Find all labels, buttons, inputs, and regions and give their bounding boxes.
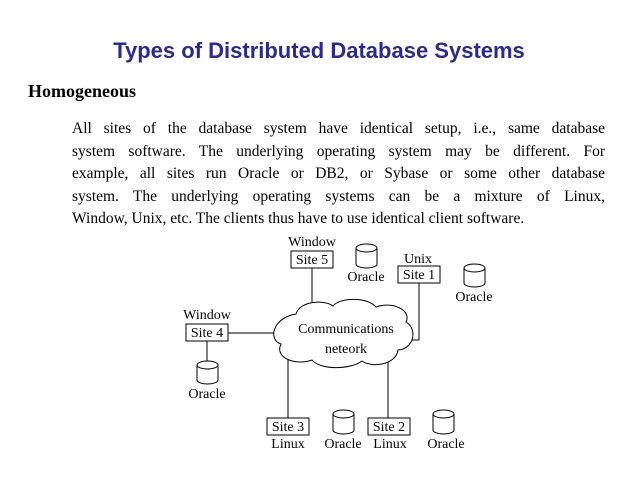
site4-box	[185, 323, 229, 342]
paragraph-line: All sites of the database system have id…	[72, 120, 605, 137]
paragraph-line: system. The underlying operating systems…	[72, 187, 605, 205]
site3-os-label: Linux	[271, 437, 304, 452]
site3-database-icon	[332, 409, 355, 435]
site5-os-label: Window	[288, 235, 337, 250]
site1-database-icon	[463, 263, 486, 288]
site4-name: Site 4	[191, 326, 223, 341]
site5-box	[290, 250, 334, 269]
site2-name: Site 2	[373, 420, 405, 435]
paragraph-line: system software. The underlying operatin…	[72, 142, 605, 160]
site2-os-label: Linux	[373, 437, 406, 452]
site5-database-icon	[355, 243, 378, 269]
site5-db-label: Oracle	[347, 270, 384, 285]
site1-box	[397, 265, 441, 284]
site4-database-icon	[196, 360, 219, 385]
paragraph-line: Window, Unix, etc. The clients thus have…	[72, 210, 525, 227]
section-heading: Homogeneous	[28, 81, 136, 101]
site1-db-label: Oracle	[455, 290, 492, 305]
site3-box	[266, 417, 310, 436]
network-label-line2: neteork	[325, 342, 367, 357]
site4-os-label: Window	[183, 308, 232, 323]
site3-name: Site 3	[272, 420, 304, 435]
paragraph-line: example, all sites run Oracle or DB2, or…	[72, 165, 605, 182]
network-label-line1: Communications	[298, 322, 394, 337]
site2-db-label: Oracle	[427, 437, 464, 452]
page-title: Types of Distributed Database Systems	[113, 38, 525, 63]
site2-box	[367, 417, 411, 436]
description-paragraph: All sites of the database system have id…	[72, 118, 605, 231]
site4-db-label: Oracle	[188, 387, 225, 402]
cloud-shape	[273, 298, 414, 369]
site1-os-label: Unix	[404, 252, 432, 267]
site1-name: Site 1	[403, 268, 435, 283]
site5-name: Site 5	[296, 253, 328, 268]
site2-database-icon	[432, 409, 455, 435]
site3-db-label: Oracle	[324, 437, 361, 452]
